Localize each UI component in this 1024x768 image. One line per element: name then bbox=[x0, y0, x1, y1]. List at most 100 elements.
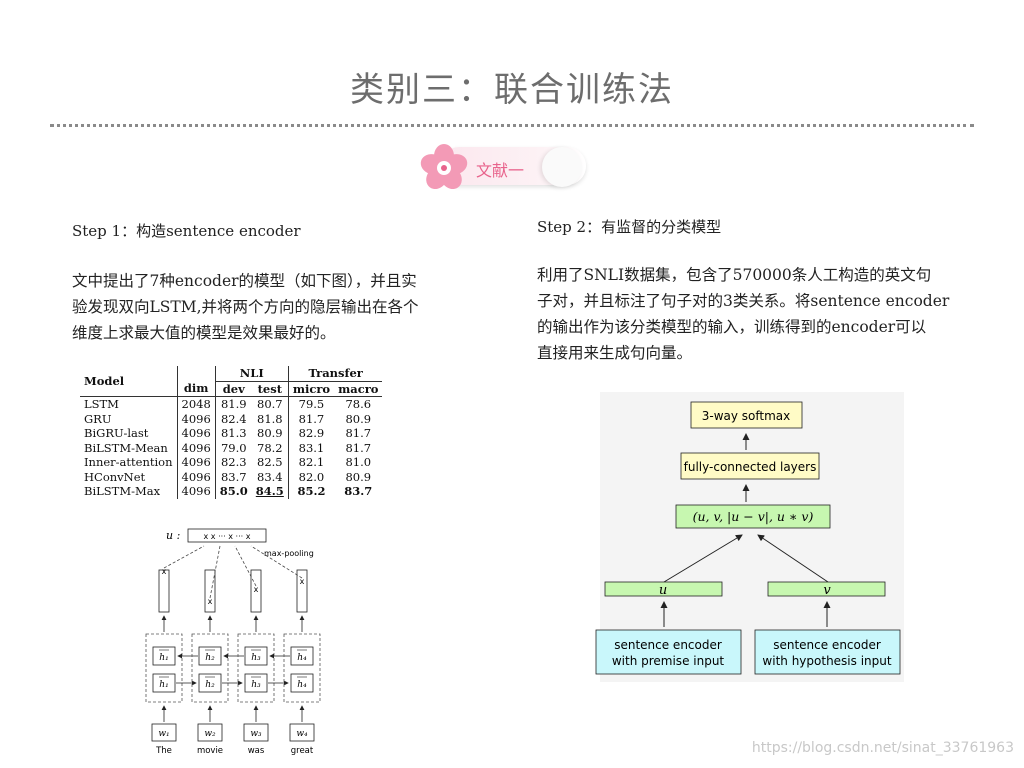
cell-micro: 82.0 bbox=[298, 469, 325, 484]
hyp-line2: with hypothesis input bbox=[762, 654, 891, 668]
hypothesis-encoder-box bbox=[754, 629, 901, 675]
hyp-line1: sentence encoder bbox=[773, 638, 881, 652]
softmax-box bbox=[690, 401, 803, 429]
cell-model: LSTM bbox=[80, 396, 178, 412]
hidden-vector bbox=[296, 569, 308, 613]
cell-test: 80.7 bbox=[251, 396, 289, 412]
cell-model: BiGRU-last bbox=[80, 426, 178, 441]
watermark: https://blog.csdn.net/sinat_33761963 bbox=[751, 740, 1014, 756]
backward-state: h₁ bbox=[159, 653, 168, 663]
premise-line2: with premise input bbox=[612, 654, 725, 668]
hidden-vector bbox=[250, 569, 262, 613]
bilstm-cell bbox=[237, 633, 275, 703]
cell-model: GRU bbox=[80, 411, 178, 426]
pool-link bbox=[250, 545, 303, 579]
cell-macro: 81.7 bbox=[345, 426, 372, 440]
cell-test: 81.8 bbox=[251, 411, 289, 426]
cell-dim: 4096 bbox=[177, 484, 216, 499]
word-input: w₁ bbox=[158, 729, 169, 739]
cell-macro: 83.7 bbox=[344, 484, 373, 498]
forward-state-box bbox=[198, 673, 222, 693]
step1-paragraph: 文中提出了7种encoder的模型（如下图），并且实 验发现双向LSTM,并将两… bbox=[72, 268, 512, 346]
cell-model: BiLSTM-Mean bbox=[80, 440, 178, 455]
cell-micro: 83.1 bbox=[298, 440, 325, 455]
cell-macro: 80.9 bbox=[345, 469, 372, 484]
paragraph-line: 验发现双向LSTM,并将两个方向的隐层输出在各个 bbox=[72, 298, 419, 316]
cell-micro: 85.2 bbox=[297, 484, 326, 498]
col-micro: micro bbox=[292, 381, 331, 396]
cell-micro: 81.7 bbox=[298, 411, 325, 426]
u-box bbox=[604, 581, 723, 597]
paragraph-line: 文中提出了7种encoder的模型（如下图），并且实 bbox=[72, 272, 417, 290]
results-table: Model NLI Transfer dim dev test micro ma… bbox=[80, 366, 383, 499]
cell-model: Inner-attention bbox=[80, 455, 178, 470]
paragraph-line: 直接用来生成句向量。 bbox=[537, 344, 693, 362]
cell-test: 83.4 bbox=[251, 469, 289, 484]
badge-label: 文献一 bbox=[476, 161, 525, 180]
pool-link bbox=[209, 545, 221, 599]
reference-badge: 文献一 bbox=[418, 143, 588, 191]
hidden-vector bbox=[204, 569, 216, 613]
fc-box bbox=[680, 452, 820, 480]
v-label: v bbox=[823, 583, 831, 598]
fc-label: fully-connected layers bbox=[684, 460, 817, 474]
softmax-label: 3-way softmax bbox=[702, 409, 791, 423]
maxpool-label: max-pooling bbox=[264, 549, 314, 558]
forward-state-box bbox=[244, 673, 268, 693]
backward-state-box bbox=[244, 646, 268, 666]
step2-title: Step 2：有监督的分类模型 bbox=[537, 218, 722, 236]
paragraph-line: 子对，并且标注了句子对的3类关系。将sentence encoder bbox=[537, 292, 950, 310]
u-vector: x x ··· x ··· x bbox=[204, 532, 251, 541]
cell-test: 80.9 bbox=[251, 426, 289, 441]
col-macro: macro bbox=[338, 381, 379, 396]
cell-micro: 82.1 bbox=[298, 455, 325, 469]
premise-line1: sentence encoder bbox=[614, 638, 722, 652]
dotted-divider bbox=[50, 124, 974, 127]
forward-state-box bbox=[152, 673, 176, 693]
u-label: u : bbox=[166, 529, 180, 542]
badge-knob bbox=[542, 147, 582, 187]
max-mark: x bbox=[162, 567, 167, 576]
step1-title: Step 1：构造sentence encoder bbox=[72, 222, 301, 240]
word-input: w₂ bbox=[204, 729, 216, 739]
cell-test: 78.2 bbox=[251, 440, 289, 455]
forward-state: h₂ bbox=[205, 680, 215, 690]
backward-state-box bbox=[290, 646, 314, 666]
u-label: u bbox=[659, 583, 667, 598]
col-transfer: Transfer bbox=[288, 366, 383, 382]
cell-dev: 81.9 bbox=[220, 397, 247, 411]
paragraph-line: 维度上求最大值的模型是效果最好的。 bbox=[72, 324, 336, 342]
forward-state-box bbox=[290, 673, 314, 693]
forward-state: h₄ bbox=[297, 680, 307, 690]
forward-state: h₁ bbox=[159, 680, 168, 690]
backward-state: h₄ bbox=[297, 653, 307, 663]
word-input-box bbox=[197, 723, 223, 742]
step2-paragraph: 利用了SNLI数据集，包含了570000条人工构造的英文句 子对，并且标注了句子… bbox=[537, 262, 1007, 366]
word-token: great bbox=[291, 746, 314, 756]
cell-dev: 82.4 bbox=[220, 411, 247, 426]
word-input-box bbox=[243, 723, 269, 742]
bilstm-cell bbox=[191, 633, 229, 703]
u-vector-box bbox=[187, 528, 267, 543]
col-test: test bbox=[251, 381, 289, 397]
forward-state: h₃ bbox=[251, 680, 261, 690]
max-mark: x bbox=[254, 585, 259, 594]
cell-dim: 4096 bbox=[177, 411, 216, 426]
word-input-box bbox=[151, 723, 177, 742]
col-dim: dim bbox=[177, 381, 216, 397]
cell-test: 82.5 bbox=[251, 455, 289, 470]
col-nli: NLI bbox=[215, 366, 289, 382]
max-mark: x bbox=[300, 577, 305, 586]
paragraph-line: 的输出作为该分类模型的输入，训练得到的encoder可以 bbox=[537, 318, 927, 336]
backward-state: h₃ bbox=[251, 653, 261, 663]
backward-state: h₂ bbox=[205, 653, 215, 663]
cell-macro: 80.9 bbox=[345, 411, 372, 426]
cell-macro: 81.0 bbox=[345, 455, 372, 469]
cell-test: 84.5 bbox=[251, 484, 289, 499]
